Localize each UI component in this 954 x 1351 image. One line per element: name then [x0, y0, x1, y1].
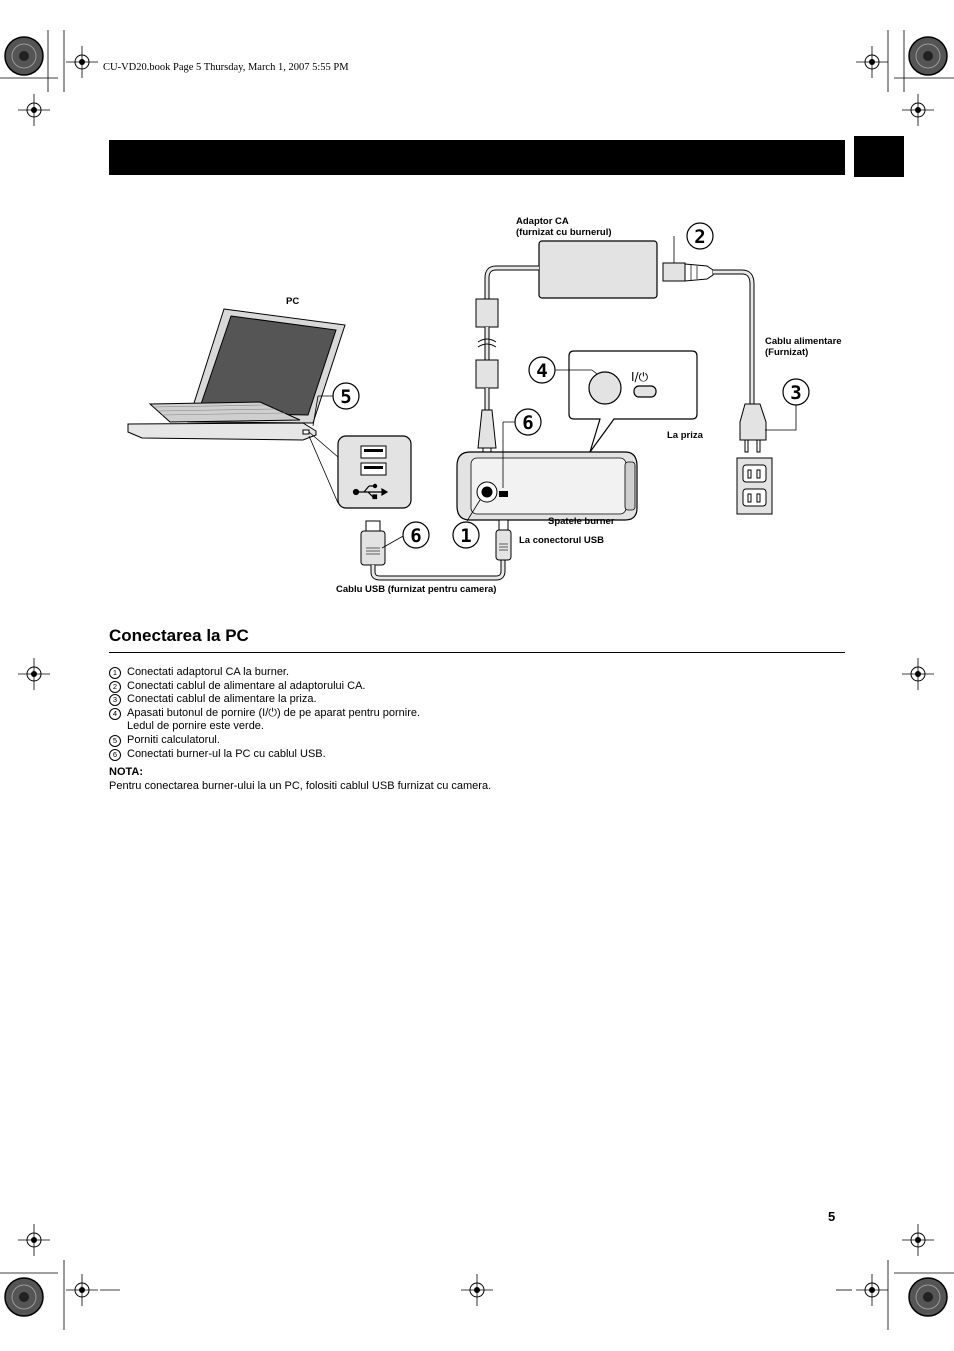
step-number: 3: [109, 694, 121, 707]
power-cable-label: Cablu alimentare (Furnizat): [765, 336, 842, 358]
callout-2: 2: [686, 222, 714, 250]
svg-text:2: 2: [694, 226, 705, 248]
power-cable: [713, 269, 767, 453]
step-text: Conectati adaptorul CA la burner.: [127, 666, 290, 678]
step-number: 6: [109, 748, 121, 761]
step-text: Apasati butonul de pornire (I/⏻) de pe a…: [127, 706, 421, 719]
list-item: 5 Porniti calculatorul.: [109, 734, 845, 748]
ac-adaptor-illustration: [538, 240, 714, 299]
step-number: 1: [109, 667, 121, 679]
connection-diagram: I/⏻ 1 2 3 4 5 6: [127, 222, 810, 581]
usb-cable-label: Cablu USB (furnizat pentru camera): [336, 584, 497, 595]
step-number: 5: [109, 734, 121, 747]
step-text: Conectati cablul de alimentare la priza.: [127, 693, 317, 706]
callout-6: 6: [402, 521, 430, 549]
callout-5: 5: [332, 382, 360, 410]
power-button-inset: [541, 350, 698, 453]
pc-label: PC: [286, 296, 300, 307]
adaptor-label: Adaptor CA (furnizat cu burnerul): [516, 216, 612, 238]
header-tab: [854, 136, 904, 177]
svg-text:6: 6: [410, 525, 421, 547]
power-symbol: I/⏻: [631, 370, 649, 384]
usb-port-inset: [308, 431, 412, 509]
usb-cable: [360, 519, 512, 581]
list-item: 2 Conectati cablul de alimentare al adap…: [109, 680, 845, 694]
steps-list: 1 Conectati adaptorul CA la burner. 2 Co…: [109, 666, 845, 761]
callout-3: 3: [782, 378, 810, 406]
step-number: 2: [109, 680, 121, 693]
list-item: 6 Conectati burner-ul la PC cu cablul US…: [109, 748, 845, 762]
header-bar: [109, 140, 845, 175]
step-text: Conectati cablul de alimentare al adapto…: [127, 679, 366, 692]
print-line: CU-VD20.book Page 5 Thursday, March 1, 2…: [103, 62, 349, 73]
callout-1: 1: [452, 521, 480, 549]
step-number: 4: [109, 707, 121, 720]
crop-marks: [0, 30, 954, 1330]
dc-cable: [475, 265, 539, 463]
page-number: 5: [828, 1209, 836, 1224]
step-text: Porniti calculatorul.: [127, 733, 220, 746]
wall-outlet-illustration: [736, 457, 773, 515]
usb-symbol-icon: [352, 483, 389, 500]
burner-back-label: Spatele burner: [548, 516, 615, 527]
svg-text:1: 1: [460, 525, 471, 547]
step-subtext: Ledul de pornire este verde.: [127, 720, 264, 733]
svg-text:6: 6: [522, 412, 533, 434]
list-item: 4 Apasati butonul de pornire (I/⏻) de pe…: [109, 707, 845, 721]
laptop-illustration: [127, 308, 346, 441]
callout-4: 4: [528, 356, 556, 384]
note-text: Pentru conectarea burner-ului la un PC, …: [109, 780, 492, 792]
usb-connector-label: La conectorul USB: [519, 535, 604, 546]
section-divider: [109, 652, 845, 653]
svg-text:5: 5: [340, 386, 351, 408]
step-text: Conectati burner-ul la PC cu cablul USB.: [127, 747, 326, 760]
list-item: 1 Conectati adaptorul CA la burner.: [109, 666, 845, 680]
callout-6: 6: [514, 408, 542, 436]
burner-illustration: [456, 451, 638, 521]
list-item: 3 Conectati cablul de alimentare la priz…: [109, 693, 845, 707]
svg-text:3: 3: [790, 382, 801, 404]
outlet-label: La priza: [667, 430, 703, 441]
svg-text:4: 4: [536, 360, 547, 382]
note-title: NOTA:: [109, 766, 144, 778]
section-title: Conectarea la PC: [109, 626, 249, 645]
